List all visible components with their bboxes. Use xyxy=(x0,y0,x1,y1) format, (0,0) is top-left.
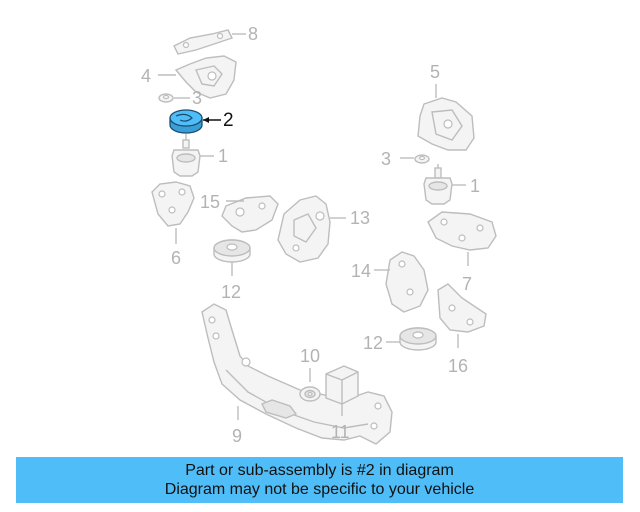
part-5-right-bracket[interactable] xyxy=(417,97,475,151)
info-banner: Part or sub-assembly is #2 in diagram Di… xyxy=(16,457,623,503)
part-14-bracket[interactable] xyxy=(385,251,429,313)
callout-9[interactable]: 9 xyxy=(232,426,242,446)
part-9-crossmember[interactable] xyxy=(201,303,393,445)
part-2-cushion-highlighted[interactable] xyxy=(169,109,203,134)
part-10-bushing[interactable] xyxy=(299,386,321,402)
part-16-bracket[interactable] xyxy=(437,283,487,333)
callout-12b[interactable]: 12 xyxy=(363,333,383,353)
part-15-bracket[interactable] xyxy=(221,195,279,233)
callout-6[interactable]: 6 xyxy=(171,248,181,268)
callout-1a[interactable]: 1 xyxy=(218,146,228,166)
part-1-engine-mount-left[interactable] xyxy=(171,134,201,177)
part-13-large-bracket[interactable] xyxy=(277,195,331,263)
parts-diagram: 8 4 3 2 1 6 xyxy=(141,24,497,446)
part-12-pad-right[interactable] xyxy=(399,327,437,351)
callout-8[interactable]: 8 xyxy=(248,24,258,44)
callout-11[interactable]: 11 xyxy=(331,422,350,442)
callout-12a[interactable]: 12 xyxy=(221,282,241,302)
part-11-block-mount[interactable] xyxy=(325,365,359,405)
part-6-lower-bracket[interactable] xyxy=(151,181,195,227)
callout-2[interactable]: 2 xyxy=(223,110,234,131)
callout-3b[interactable]: 3 xyxy=(381,149,391,169)
callout-15[interactable]: 15 xyxy=(200,192,220,212)
callout-3a[interactable]: 3 xyxy=(192,88,202,108)
banner-line-2: Diagram may not be specific to your vehi… xyxy=(164,481,475,498)
leader-2-arrow xyxy=(203,117,209,123)
banner-line-1: Part or sub-assembly is #2 in diagram xyxy=(185,462,454,479)
part-7-right-lower-bracket[interactable] xyxy=(427,211,497,251)
callout-14[interactable]: 14 xyxy=(351,261,371,281)
callout-5[interactable]: 5 xyxy=(430,62,440,82)
part-3-washer-right[interactable] xyxy=(414,154,430,164)
part-3-washer-left[interactable] xyxy=(158,93,174,103)
callout-7[interactable]: 7 xyxy=(462,274,472,294)
part-8-bracket-plate[interactable] xyxy=(173,29,233,55)
callout-1b[interactable]: 1 xyxy=(470,176,480,196)
callout-16[interactable]: 16 xyxy=(448,356,468,376)
callout-10[interactable]: 10 xyxy=(300,346,320,366)
callout-13[interactable]: 13 xyxy=(350,208,370,228)
part-1-engine-mount-right[interactable] xyxy=(423,164,453,205)
part-4-upper-bracket[interactable] xyxy=(174,55,237,99)
part-12-pad-left[interactable] xyxy=(213,239,251,263)
callout-4[interactable]: 4 xyxy=(141,66,151,86)
